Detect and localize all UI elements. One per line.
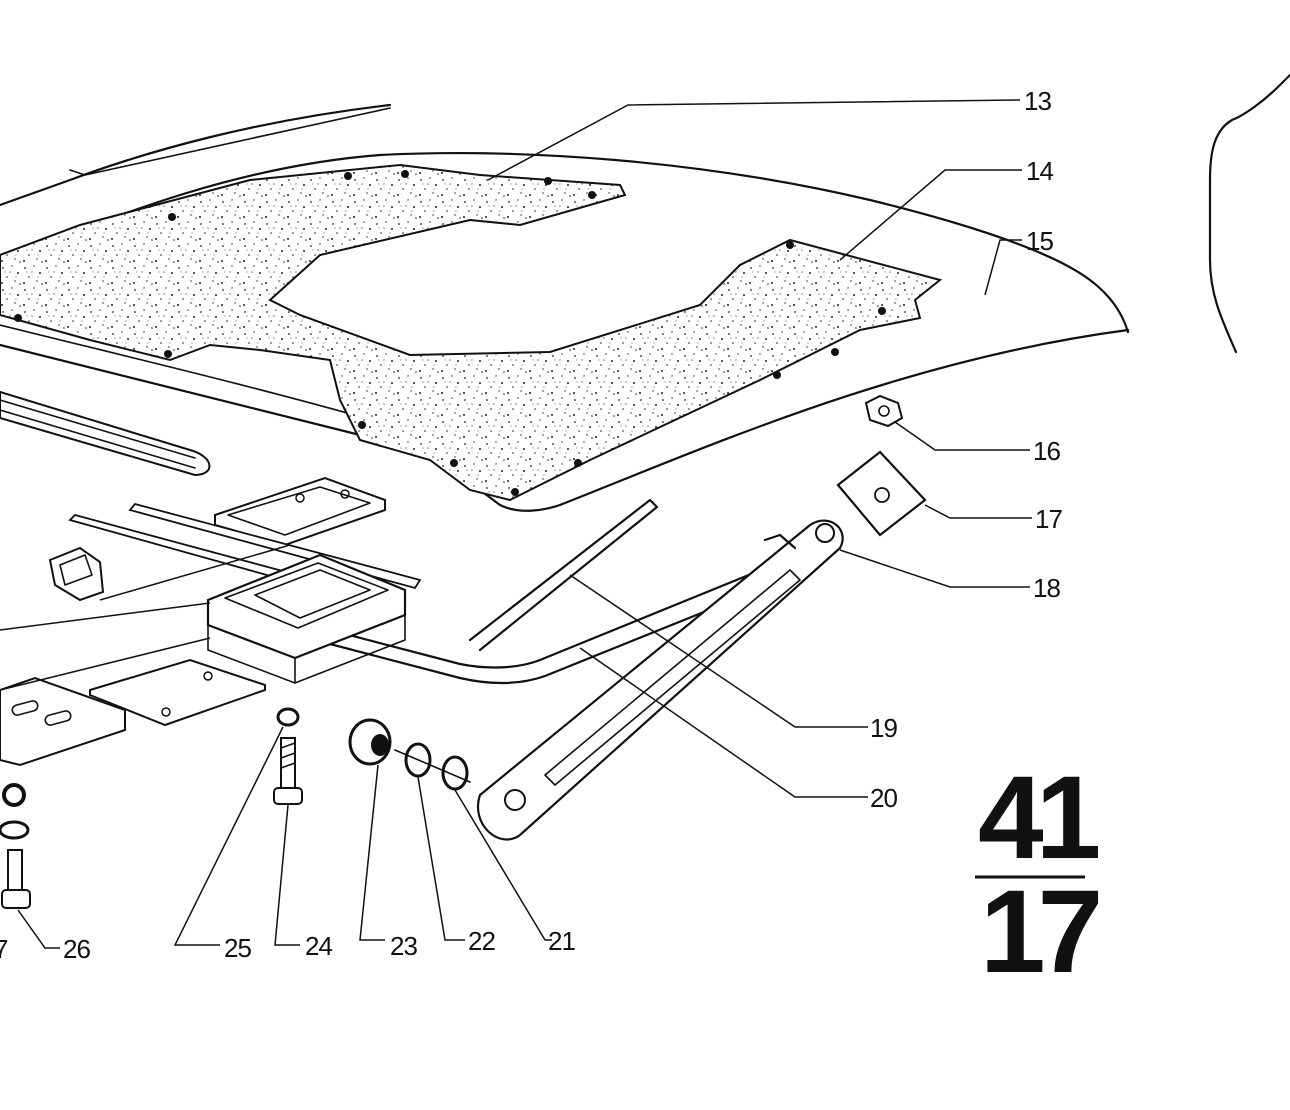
callout-24: 24 xyxy=(305,931,332,961)
mat-fastener-dots xyxy=(14,170,886,496)
inset-outline xyxy=(1208,73,1290,354)
section-number-top: 41 xyxy=(978,752,1099,884)
callout-22: 22 xyxy=(468,926,495,956)
trim-strip xyxy=(0,103,392,207)
link-arm xyxy=(477,519,844,841)
callout-21: 21 xyxy=(548,926,575,956)
callout-23: 23 xyxy=(390,931,417,961)
callout-7: 7 xyxy=(0,934,8,964)
hardware-set xyxy=(0,707,471,909)
hinge-box xyxy=(206,553,407,684)
callout-15: 15 xyxy=(1026,226,1053,256)
callout-25: 25 xyxy=(224,933,251,963)
callout-18: 18 xyxy=(1033,573,1060,603)
seal-strip xyxy=(0,390,211,477)
section-number: 41 17 xyxy=(975,752,1107,998)
insulation-mat xyxy=(0,163,943,502)
section-number-bottom: 17 xyxy=(980,866,1099,998)
callout-16: 16 xyxy=(1033,436,1060,466)
callout-14: 14 xyxy=(1026,156,1053,186)
callout-19: 19 xyxy=(870,713,897,743)
clip-nut xyxy=(864,394,904,428)
left-bracket xyxy=(48,546,105,602)
callout-labels: 13 14 15 16 17 18 19 20 21 22 23 24 25 2… xyxy=(0,86,1063,964)
spring-clip xyxy=(836,450,927,537)
callout-17: 17 xyxy=(1035,504,1062,534)
callout-13: 13 xyxy=(1024,86,1051,116)
callout-20: 20 xyxy=(870,783,897,813)
base-plate xyxy=(0,658,266,767)
hinge-plate xyxy=(214,476,386,547)
callout-26: 26 xyxy=(63,934,90,964)
leader-lines xyxy=(0,99,1032,949)
